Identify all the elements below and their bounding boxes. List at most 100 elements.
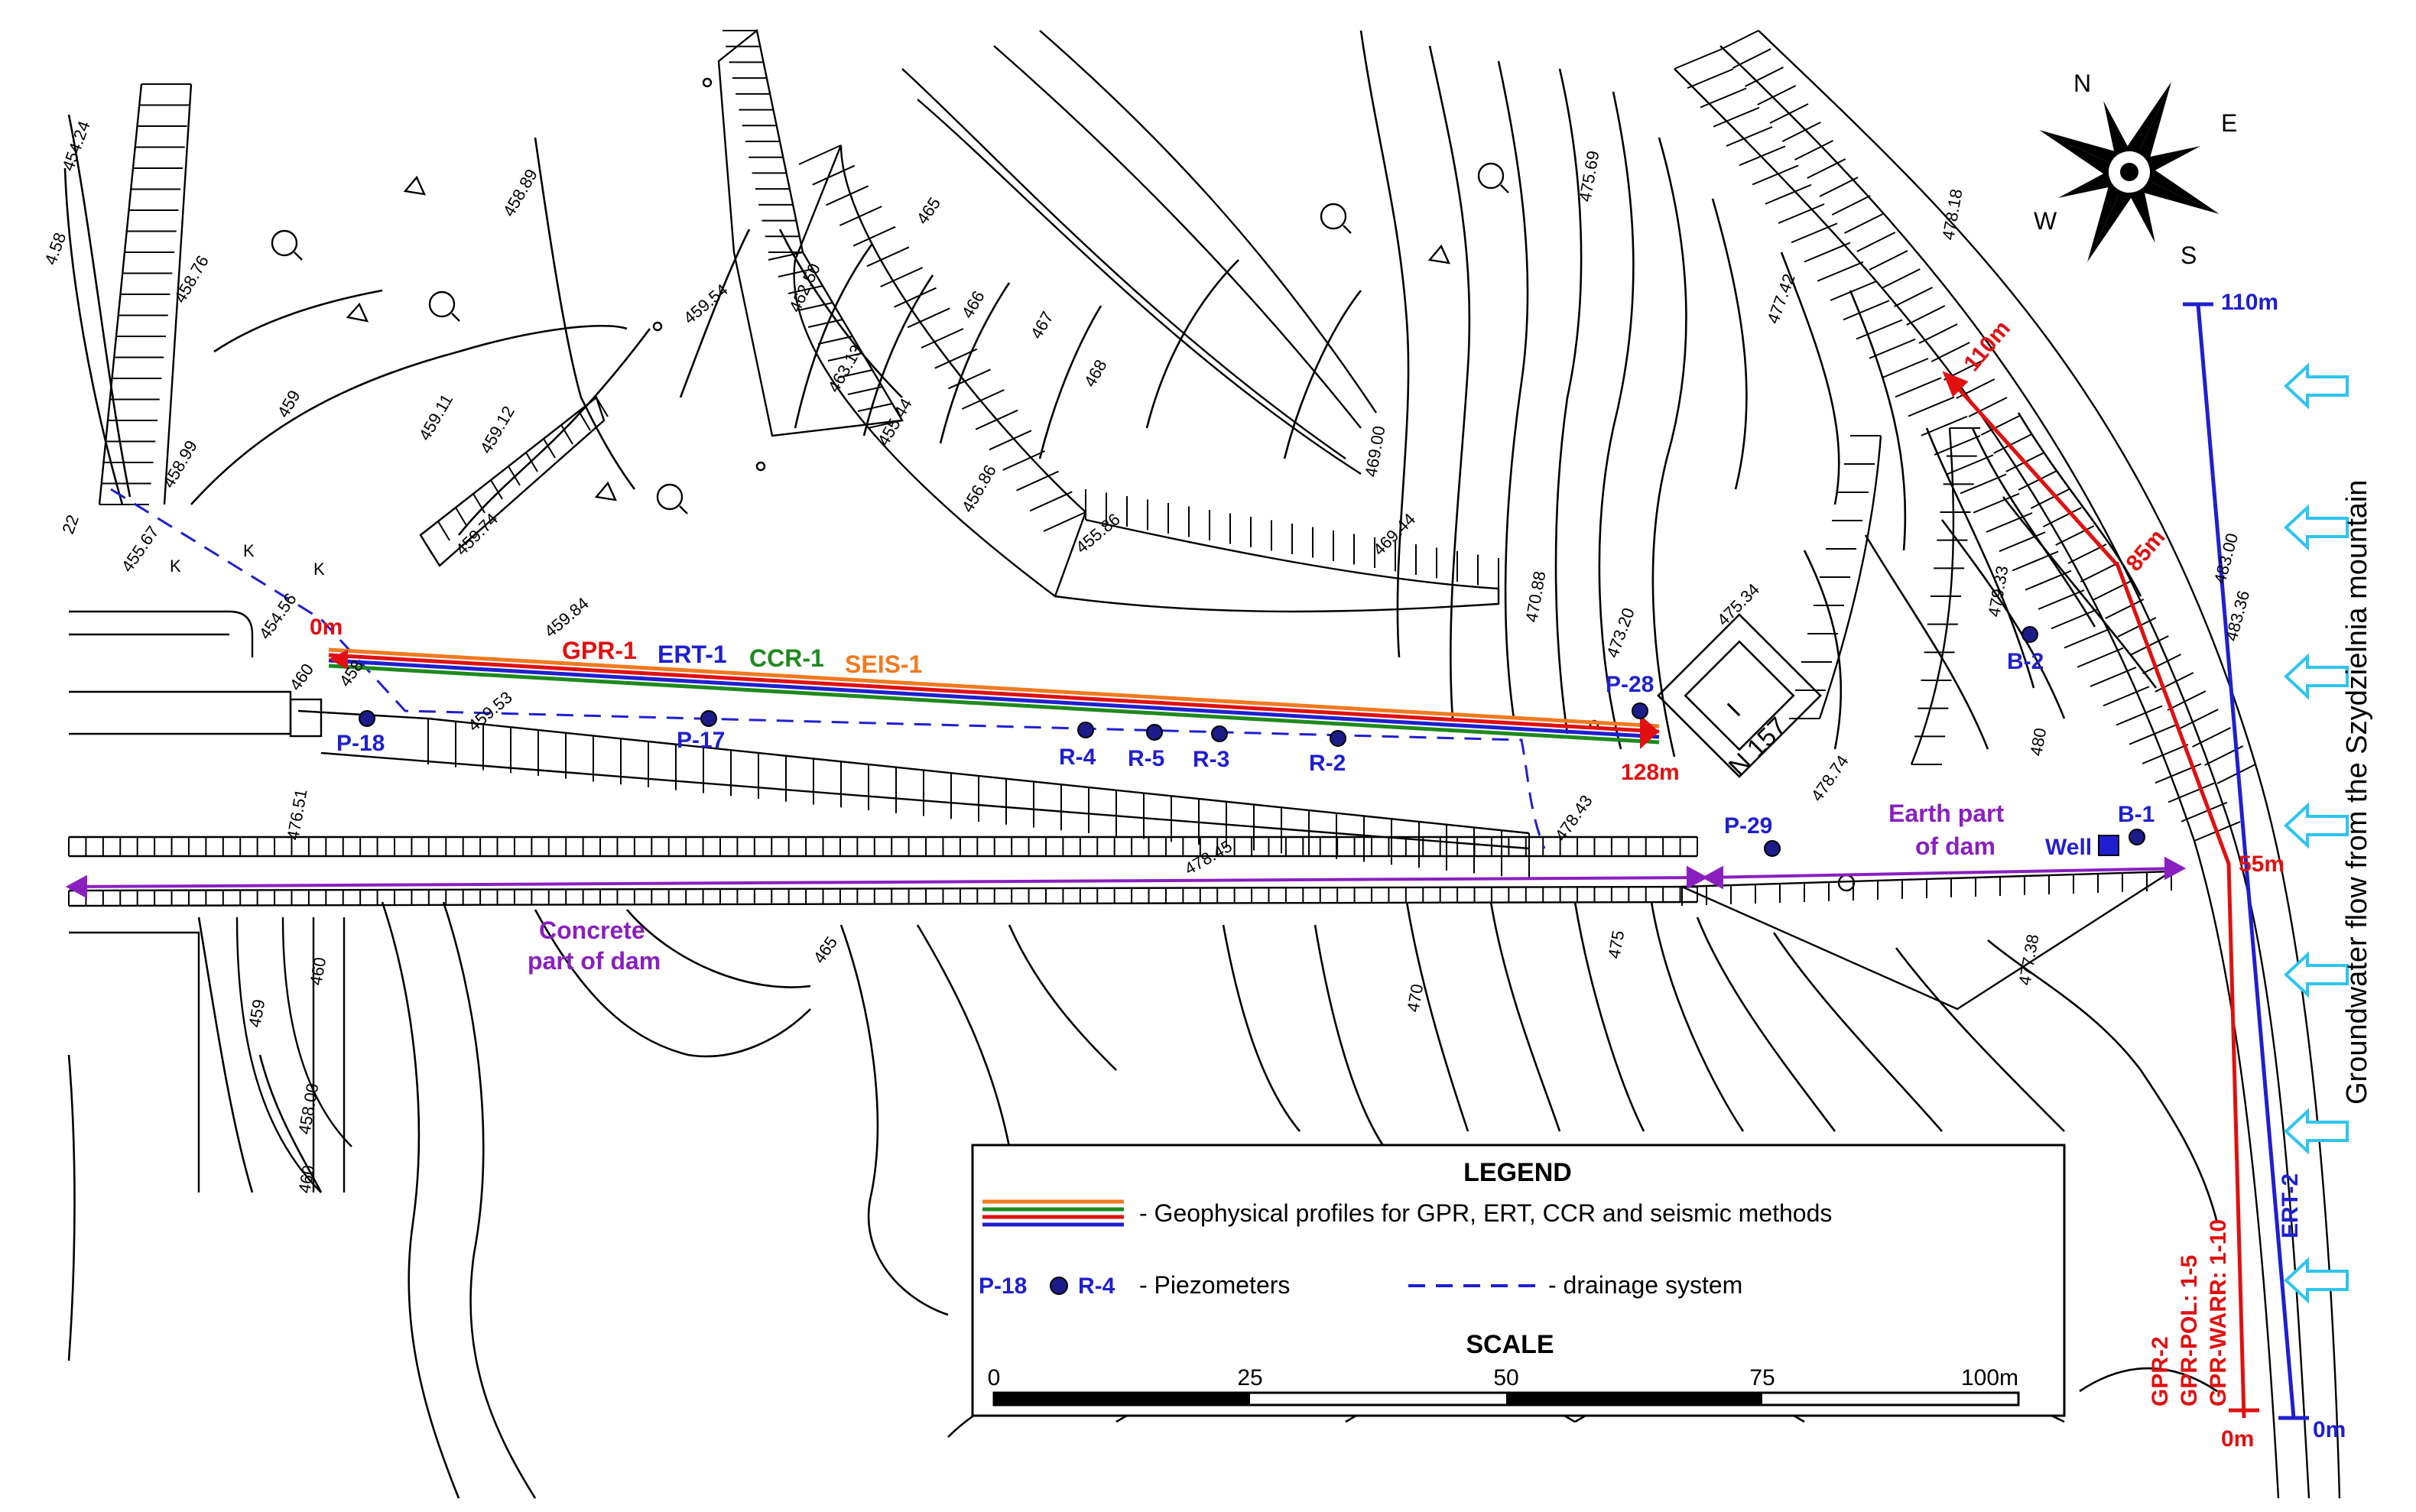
building-mark: I [1722, 697, 1746, 722]
hatch-tick [525, 452, 538, 472]
building-label: N 157 [1723, 712, 1793, 781]
svg-text:458.89: 458.89 [499, 166, 541, 220]
legend-title: LEGEND [1463, 1158, 1572, 1187]
piezometer-labels: P-18 P-17 R-4 R-5 R-3 R-2 P-28 P-29 B-2 … [336, 649, 2155, 860]
svg-text:458.76: 458.76 [170, 252, 213, 307]
svg-text:465: 465 [913, 193, 945, 227]
hatch-tick [778, 268, 813, 277]
compass-s: S [2181, 242, 2197, 269]
profile-1-lines [328, 647, 1660, 749]
hatch-tick [866, 246, 910, 268]
svg-text:470: 470 [1403, 982, 1427, 1014]
svg-text:459.53: 459.53 [464, 687, 516, 735]
hatch-tick [2216, 764, 2256, 784]
hatch-tick [2080, 562, 2119, 582]
hatch-tick [1757, 85, 1797, 105]
gpr-1-label: GPR-1 [562, 637, 637, 664]
hatch-tick [2105, 599, 2145, 619]
well-marker [2098, 835, 2119, 856]
hatch-tick [1700, 87, 1747, 109]
hatch-tick [455, 507, 468, 527]
hatch-tick [847, 386, 883, 395]
hatch-tick [2090, 667, 2137, 687]
hatch-tick [1002, 450, 1046, 471]
gpr-2-warr: GPR-WARR: 1-10 [2206, 1219, 2231, 1407]
hatch-tick [1043, 511, 1086, 532]
hatch-tick [560, 424, 573, 445]
hatch-tick [472, 493, 485, 514]
hatch-tick [1856, 319, 1903, 340]
hatch-tick [1882, 358, 1929, 378]
svg-text:469.44: 469.44 [1369, 509, 1419, 559]
hatch-tick [2142, 654, 2181, 674]
svg-text:460: 460 [286, 660, 318, 693]
scale-bar [992, 1391, 2020, 1407]
hatch-tick [1732, 48, 1771, 69]
p-28-label: P-28 [1606, 672, 1654, 697]
hatch-tick [1934, 435, 1981, 456]
p-29-label: P-29 [1724, 813, 1772, 839]
gpr-2-name: GPR-2 [2148, 1336, 2173, 1407]
gpr-2-pol: GPR-POL: 1-5 [2177, 1255, 2202, 1407]
hatch-tick [1831, 195, 1871, 216]
hatch-tick [2116, 705, 2163, 726]
hatch-tick [812, 164, 856, 186]
svg-text:470.88: 470.88 [1521, 569, 1549, 624]
svg-text:460: 460 [294, 1163, 318, 1195]
groundwater-arrow-icon [2284, 653, 2349, 700]
hatch-tick [1791, 222, 1838, 244]
gpr-2-55m: 55m [2239, 852, 2284, 877]
p-18-dot [359, 710, 375, 727]
b-1-dot [2129, 829, 2145, 845]
hatch-tick [1016, 470, 1059, 492]
hatch-tick [948, 368, 991, 390]
groundwater-arrows [2284, 362, 2349, 1304]
svg-text:476.51: 476.51 [283, 787, 310, 842]
svg-text:475.69: 475.69 [1575, 149, 1603, 203]
hatch-tick [1804, 242, 1851, 263]
hatch-tick [2181, 801, 2228, 823]
hatch-tick [989, 430, 1032, 451]
hatch-tick [2179, 709, 2219, 729]
hatch-tick [1844, 213, 1883, 234]
hatch-tick [2129, 724, 2176, 745]
hatch-tick [807, 319, 843, 328]
hatch-tick [1713, 106, 1760, 128]
hatch-tick [797, 302, 833, 311]
dam-extent-arrows [65, 856, 2187, 899]
svg-text:467: 467 [1027, 308, 1057, 342]
hatch-tick [1960, 473, 2007, 495]
svg-text:475: 475 [1604, 929, 1628, 960]
svg-text:462.50: 462.50 [785, 261, 824, 316]
hatch-tick [1807, 158, 1846, 179]
hatch-tick [2168, 782, 2215, 803]
compass-w: W [2034, 207, 2057, 235]
hatch-tick [1986, 512, 2033, 533]
well-label: Well [2045, 835, 2092, 860]
r-4-dot [1077, 722, 1094, 738]
hatch-tick [543, 438, 556, 459]
hatch-tick [921, 328, 964, 349]
hatch-tick [2051, 608, 2098, 630]
svg-text:460: 460 [306, 956, 330, 987]
concrete-dam-label-1: Concrete [539, 917, 645, 944]
ert-2-name: ERT-2 [2278, 1173, 2303, 1238]
hatch-tick [1993, 433, 2032, 454]
b-1-label: B-1 [2118, 802, 2155, 827]
hatch-tick [1752, 164, 1799, 186]
legend-pz-right: R-4 [1078, 1274, 1115, 1299]
hatch-tick [867, 420, 903, 429]
scale-tick-label: 0 [988, 1365, 1001, 1390]
b-2-label: B-2 [2007, 649, 2044, 674]
svg-text:465: 465 [810, 933, 842, 966]
p-17-dot [700, 710, 717, 727]
svg-text:459.12: 459.12 [476, 403, 518, 457]
p-29-dot [1764, 840, 1781, 857]
svg-text:458.99: 458.99 [159, 437, 201, 492]
svg-text:455.67: 455.67 [118, 522, 163, 575]
dam-labels: Earth part of dam Concrete part of dam [528, 800, 2004, 975]
legend-profiles-desc: - Geophysical profiles for GPR, ERT, CCR… [1139, 1199, 1832, 1227]
earth-dam-label-2: of dam [1915, 832, 1995, 860]
ert-2-line [2183, 302, 2309, 1420]
